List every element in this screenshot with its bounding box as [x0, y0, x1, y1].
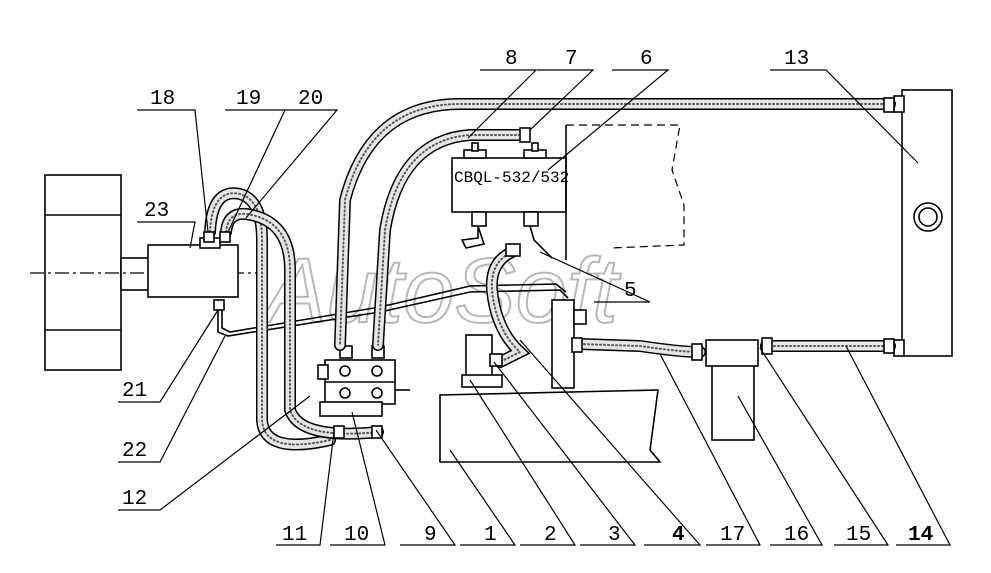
- callout-8: 8: [505, 48, 518, 71]
- callout-16: 16: [784, 524, 809, 547]
- pump-block-6: CBQL-532/532: [451, 142, 569, 259]
- callout-3: 3: [608, 524, 621, 547]
- reservoir-13: [893, 89, 953, 357]
- callout-5: 5: [624, 280, 637, 303]
- callout-19: 19: [236, 88, 261, 111]
- callout-6: 6: [640, 48, 653, 71]
- callout-12: 12: [122, 488, 147, 511]
- callout-11: 11: [282, 524, 307, 547]
- valve-column: [551, 299, 587, 389]
- callout-7: 7: [565, 48, 578, 71]
- callout-13: 13: [784, 48, 809, 71]
- pump-model-label: CBQL-532/532: [454, 169, 569, 187]
- callout-10: 10: [344, 524, 369, 547]
- steering-unit-23: [147, 237, 239, 298]
- base-1: [439, 334, 662, 463]
- callout-4: 4: [672, 524, 685, 547]
- callout-17: 17: [720, 524, 745, 547]
- callout-2: 2: [544, 524, 557, 547]
- engine-outline: [565, 124, 685, 260]
- hoses: [204, 98, 896, 451]
- distribution-block: [317, 345, 410, 417]
- callout-21: 21: [122, 380, 147, 403]
- callout-18: 18: [150, 88, 175, 111]
- callout-1: 1: [484, 524, 497, 547]
- callout-15: 15: [846, 524, 871, 547]
- callout-20: 20: [298, 88, 323, 111]
- callout-22: 22: [122, 440, 147, 463]
- callout-14: 14: [908, 524, 933, 547]
- leader-lines: [118, 69, 951, 546]
- callout-23: 23: [144, 200, 169, 223]
- filter-16: [705, 339, 759, 441]
- callout-9: 9: [424, 524, 437, 547]
